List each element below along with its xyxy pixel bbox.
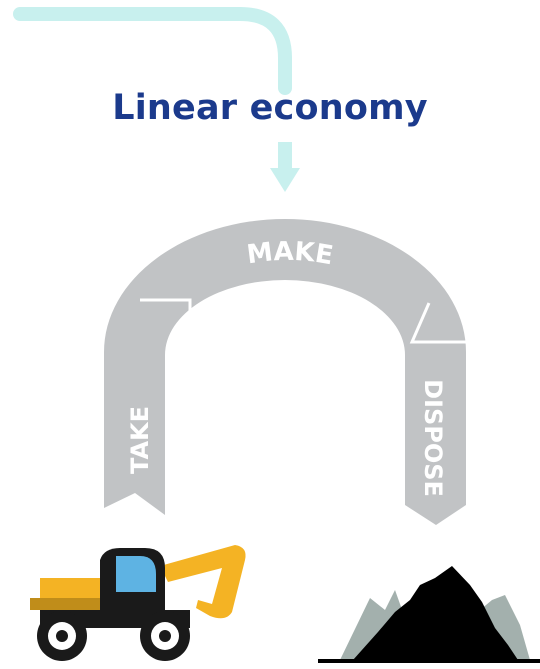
stage-label-make-path: MAKE <box>245 237 335 271</box>
stage-label-make: MAKE <box>245 237 335 271</box>
stage-label-dispose: DISPOSE <box>419 379 447 497</box>
stage-label-take: TAKE <box>126 406 154 474</box>
flow-arrowhead <box>270 168 300 192</box>
ground-line <box>318 659 540 663</box>
excavator-axle-rear <box>159 630 171 642</box>
flow-line-top <box>13 6 292 95</box>
excavator-window <box>116 556 156 592</box>
arch-separator-make-dispose <box>409 302 466 344</box>
excavator-arm <box>160 545 246 619</box>
excavator-axle-front <box>56 630 68 642</box>
arch-band <box>104 219 466 525</box>
waste-pile-main <box>353 566 518 660</box>
arch-separator-take-make <box>140 298 192 352</box>
diagram-title: Linear economy <box>112 88 428 128</box>
